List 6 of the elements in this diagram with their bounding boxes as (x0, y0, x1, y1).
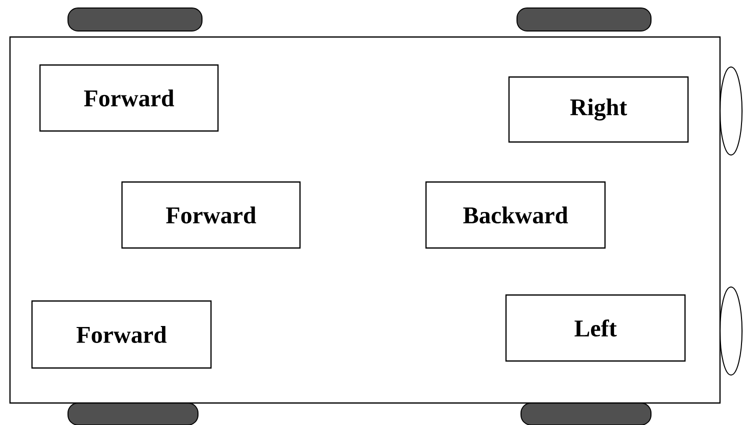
label-box: Left (505, 294, 686, 362)
label-box: Forward (39, 64, 219, 132)
label-box: Forward (31, 300, 212, 369)
label-box: Forward (121, 181, 301, 249)
label-box: Backward (425, 181, 606, 249)
label-box: Right (508, 76, 689, 143)
